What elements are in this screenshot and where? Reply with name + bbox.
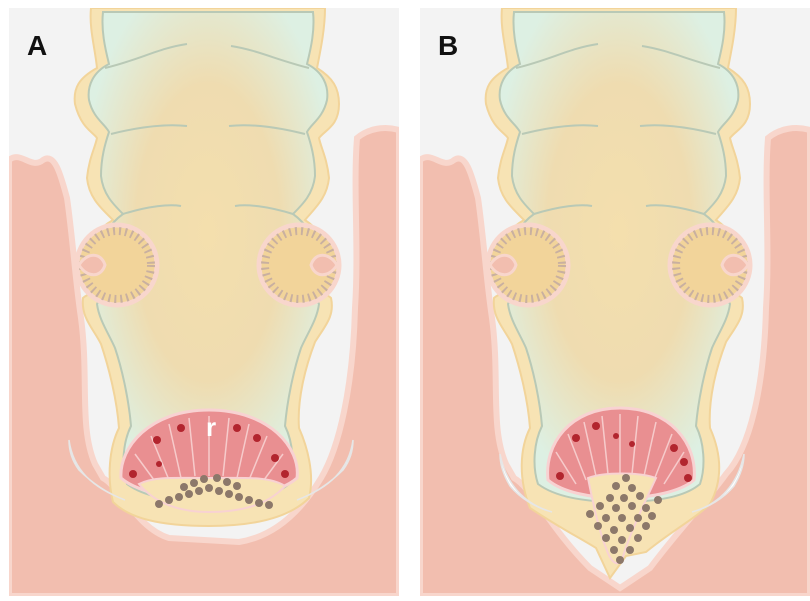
rostellum-label: r	[206, 412, 216, 443]
panel-a: A r	[9, 8, 399, 596]
panel-b: B	[420, 8, 810, 596]
panel-b-illustration	[420, 8, 810, 596]
sucker-left	[488, 225, 568, 305]
panel-label-a: A	[27, 30, 47, 62]
panel-a-illustration	[9, 8, 399, 596]
sucker-left	[77, 225, 157, 305]
panel-label-b: B	[438, 30, 458, 62]
sucker-right	[259, 225, 339, 305]
sucker-right	[670, 225, 750, 305]
